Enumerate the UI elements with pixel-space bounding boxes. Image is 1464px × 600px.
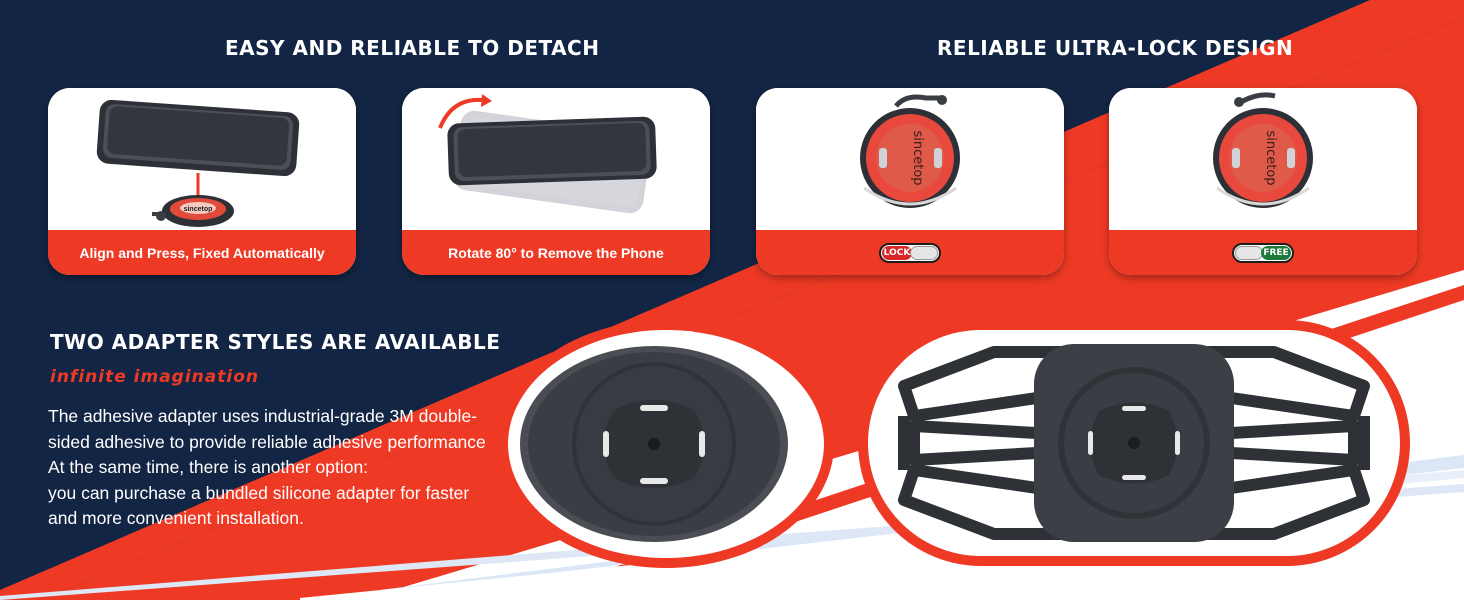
card-free-state: sincetop FREE [1109,88,1417,275]
description-line: The adhesive adapter uses industrial-gra… [48,406,478,426]
heading-detach: EASY AND RELIABLE TO DETACH [225,36,600,60]
silicone-adapter-image [858,320,1410,566]
free-toggle[interactable]: FREE [1232,242,1294,263]
mount-brand-text: sincetop [910,130,925,185]
description-line: At the same time, there is another optio… [48,457,369,477]
description-line: you can purchase a bundled silicone adap… [48,482,470,503]
lock-toggle[interactable]: LOCK [879,242,941,263]
mount-free-illustration: sincetop [1109,88,1417,230]
description-line: and more convenient installation. [48,508,304,528]
card-rotate-remove: Rotate 80° to Remove the Phone [402,88,710,275]
adapters-description: The adhesive adapter uses industrial-gra… [48,404,498,532]
card-caption: Rotate 80° to Remove the Phone [402,230,710,275]
mount-brand-text: sincetop [184,206,213,213]
heading-lock: RELIABLE ULTRA-LOCK DESIGN [937,36,1294,60]
card-lock-state: sincetop LOCK [756,88,1064,275]
lock-toggle-label: LOCK [882,245,912,260]
adhesive-adapter-image [498,320,834,568]
phone-align-illustration: sincetop [48,88,356,230]
card-toggle-band: FREE [1109,230,1417,275]
adapters-tagline: infinite imagination [50,367,259,387]
card-caption: Align and Press, Fixed Automatically [48,230,356,275]
card-toggle-band: LOCK [756,230,1064,275]
toggle-knob [910,245,938,260]
mount-brand-text: sincetop [1263,130,1278,185]
description-line: sided adhesive to provide reliable adhes… [48,431,486,452]
free-toggle-label: FREE [1261,245,1291,260]
adapters-title: TWO ADAPTER STYLES ARE AVAILABLE [50,330,501,354]
toggle-knob [1235,245,1263,260]
card-align-press: sincetop Align and Press, Fixed Automati… [48,88,356,275]
mount-lock-illustration: sincetop [756,88,1064,230]
phone-rotate-illustration [402,88,710,230]
